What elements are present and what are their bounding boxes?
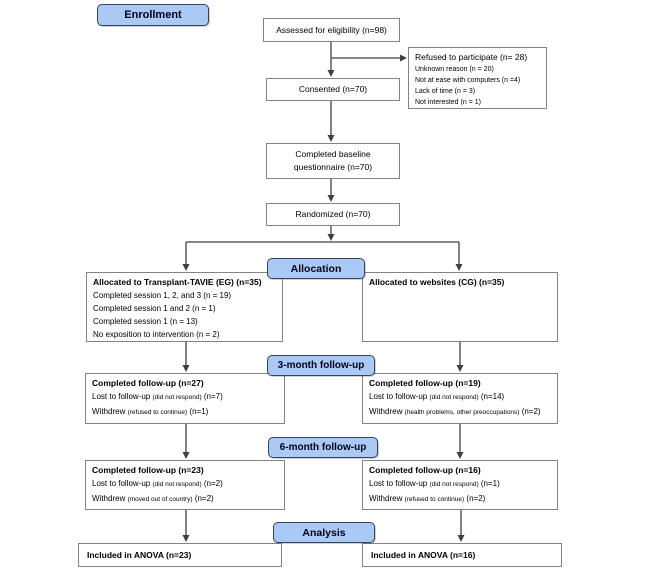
alloc-eg-detail: No exposition to intervention (n = 2) bbox=[93, 330, 220, 339]
alloc-eg-detail: Completed session 1, 2, and 3 (n = 19) bbox=[93, 291, 232, 300]
stage-badge-enrollment: Enrollment bbox=[97, 4, 209, 26]
refused-title: Refused to participate (n= 28) bbox=[415, 52, 528, 62]
box-included-in-anova-eg: Included in ANOVA (n=23) bbox=[78, 543, 282, 567]
alloc-eg-title: Allocated to Transplant-TAVIE (EG) (n=35… bbox=[93, 277, 262, 287]
refused-reason: Not at ease with computers (n =4) bbox=[415, 77, 521, 84]
f6-cg-title: Completed follow-up (n=16) bbox=[369, 465, 481, 475]
refused-reason: Not interested (n = 1) bbox=[415, 99, 481, 106]
f6-eg-withdrew: Withdrew (moved out of country) (n=2) bbox=[92, 494, 214, 503]
f6-eg-lost: Lost to follow-up (did not respond) (n=2… bbox=[92, 479, 223, 488]
stage-badge-6-month-follow-up: 6-month follow-up bbox=[268, 437, 378, 458]
box-3-month-follow-up-cg: Completed follow-up (n=19) Lost to follo… bbox=[362, 373, 558, 424]
f3-cg-lost: Lost to follow-up (did not respond) (n=1… bbox=[369, 392, 505, 401]
box-6-month-follow-up-eg: Completed follow-up (n=23) Lost to follo… bbox=[85, 460, 285, 510]
box-allocated-websites-cg: Allocated to websites (CG) (n=35) bbox=[362, 272, 558, 342]
alloc-eg-detail: Completed session 1 (n = 13) bbox=[93, 317, 198, 326]
f3-eg-title: Completed follow-up (n=27) bbox=[92, 378, 204, 388]
stage-badge-analysis: Analysis bbox=[273, 522, 375, 543]
stage-badge-allocation: Allocation bbox=[267, 258, 365, 279]
f3-cg-withdrew: Withdrew (health problems, other preoccu… bbox=[369, 407, 541, 416]
box-randomized: Randomized (n=70) bbox=[266, 203, 400, 226]
box-assessed-for-eligibility: Assessed for eligibility (n=98) bbox=[263, 18, 400, 42]
stage-badge-3-month-follow-up: 3-month follow-up bbox=[267, 355, 375, 376]
box-allocated-transplant-tavie-eg: Allocated to Transplant-TAVIE (EG) (n=35… bbox=[86, 272, 283, 342]
box-completed-baseline-questionnaire: Completed baseline questionnaire (n=70) bbox=[266, 143, 400, 179]
f6-eg-title: Completed follow-up (n=23) bbox=[92, 465, 204, 475]
refused-reason: Lack of time (n = 3) bbox=[415, 88, 476, 95]
f3-cg-title: Completed follow-up (n=19) bbox=[369, 378, 481, 388]
alloc-eg-detail: Completed session 1 and 2 (n = 1) bbox=[93, 304, 216, 313]
f3-eg-withdrew: Withdrew (refused to continue) (n=1) bbox=[92, 407, 209, 416]
f6-cg-lost: Lost to follow-up (did not respond) (n=1… bbox=[369, 479, 500, 488]
box-3-month-follow-up-eg: Completed follow-up (n=27) Lost to follo… bbox=[85, 373, 285, 424]
box-included-in-anova-cg: Included in ANOVA (n=16) bbox=[362, 543, 562, 567]
f6-cg-withdrew: Withdrew (refused to continue) (n=2) bbox=[369, 494, 486, 503]
refused-reason: Unknown reason (n = 20) bbox=[415, 66, 494, 73]
box-consented: Consented (n=70) bbox=[266, 78, 400, 101]
box-refused-to-participate: Refused to participate (n= 28) Unknown r… bbox=[408, 47, 547, 109]
f3-eg-lost: Lost to follow-up (did not respond) (n=7… bbox=[92, 392, 223, 401]
box-6-month-follow-up-cg: Completed follow-up (n=16) Lost to follo… bbox=[362, 460, 558, 510]
alloc-cg-title: Allocated to websites (CG) (n=35) bbox=[369, 277, 505, 287]
